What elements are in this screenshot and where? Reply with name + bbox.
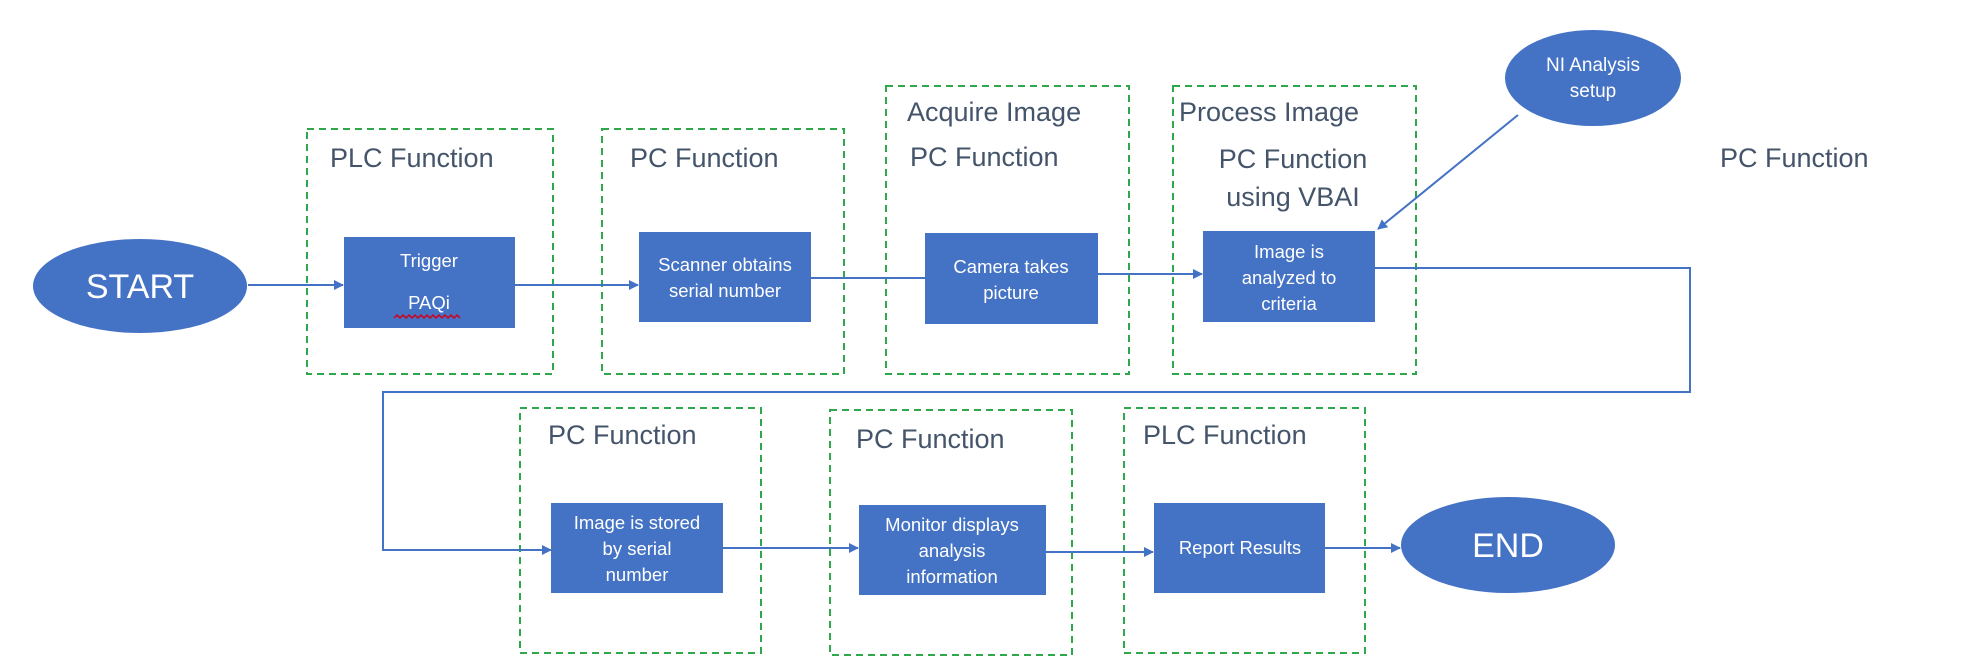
analyzed-label-line-2: analyzed to [1242, 267, 1337, 288]
group-plc-function-report [1123, 407, 1366, 654]
end-label: END [1472, 527, 1544, 565]
monitor-box [859, 505, 1046, 595]
group-pc-function-store [519, 407, 762, 654]
group-title-acquire-image: Acquire Image [907, 97, 1081, 127]
stored-label-line-2: by serial [603, 538, 672, 559]
group-plc-function-trigger [306, 128, 554, 375]
analyzed-label-line-1: Image is [1254, 241, 1324, 262]
spell-check-squiggle [393, 313, 461, 320]
ni-analysis-setup-ellipse [1505, 30, 1681, 126]
trigger-paqi-label: PAQi [408, 292, 450, 313]
group-pc-function-monitor [829, 409, 1073, 656]
end-terminal [1401, 497, 1615, 593]
stored-label-line-3: number [606, 564, 669, 585]
camera-label-line-1: Camera takes [953, 256, 1068, 277]
analyzed-box [1203, 231, 1375, 322]
camera-box [925, 233, 1098, 324]
start-terminal [33, 239, 247, 333]
report-box [1154, 503, 1325, 593]
group-process-image [1172, 85, 1417, 375]
group-acquire-image [885, 85, 1130, 375]
group-label-pc-4: PC Function [1219, 144, 1368, 174]
camera-label-line-2: picture [983, 282, 1039, 303]
monitor-label-line-3: information [906, 566, 998, 587]
group-label-pc-3: PC Function [910, 142, 1059, 172]
free-label-pc-function: PC Function [1720, 143, 1869, 173]
group-pc-function-scanner [601, 128, 845, 375]
group-label-pc-5: PC Function [548, 420, 697, 450]
scanner-box [639, 232, 811, 322]
monitor-label-line-2: analysis [919, 540, 986, 561]
stored-label-line-1: Image is stored [574, 512, 700, 533]
analyzed-label-line-3: criteria [1261, 293, 1317, 314]
start-label: START [86, 268, 194, 306]
trigger-box [344, 237, 515, 328]
arrow-ni-setup-to-analyzed [1377, 114, 1519, 230]
group-title-process-image: Process Image [1179, 97, 1359, 127]
monitor-label-line-1: Monitor displays [885, 514, 1019, 535]
group-label-plc-1: PLC Function [330, 143, 494, 173]
group-label-plc-7: PLC Function [1143, 420, 1307, 450]
group-label-pc-2: PC Function [630, 143, 779, 173]
report-label: Report Results [1179, 537, 1301, 558]
trigger-small-label: Trigger [400, 250, 458, 271]
group-label-using-vbai: using VBAI [1226, 182, 1360, 212]
connector-analyzed-to-stored [382, 267, 1691, 555]
stored-box [551, 503, 723, 593]
scanner-label-line-1: Scanner obtains [658, 254, 792, 275]
ni-analysis-setup-label-2: setup [1570, 81, 1616, 102]
ni-analysis-setup-label: NI Analysis [1546, 55, 1640, 76]
group-label-pc-6: PC Function [856, 424, 1005, 454]
scanner-label-line-2: serial number [669, 280, 781, 301]
